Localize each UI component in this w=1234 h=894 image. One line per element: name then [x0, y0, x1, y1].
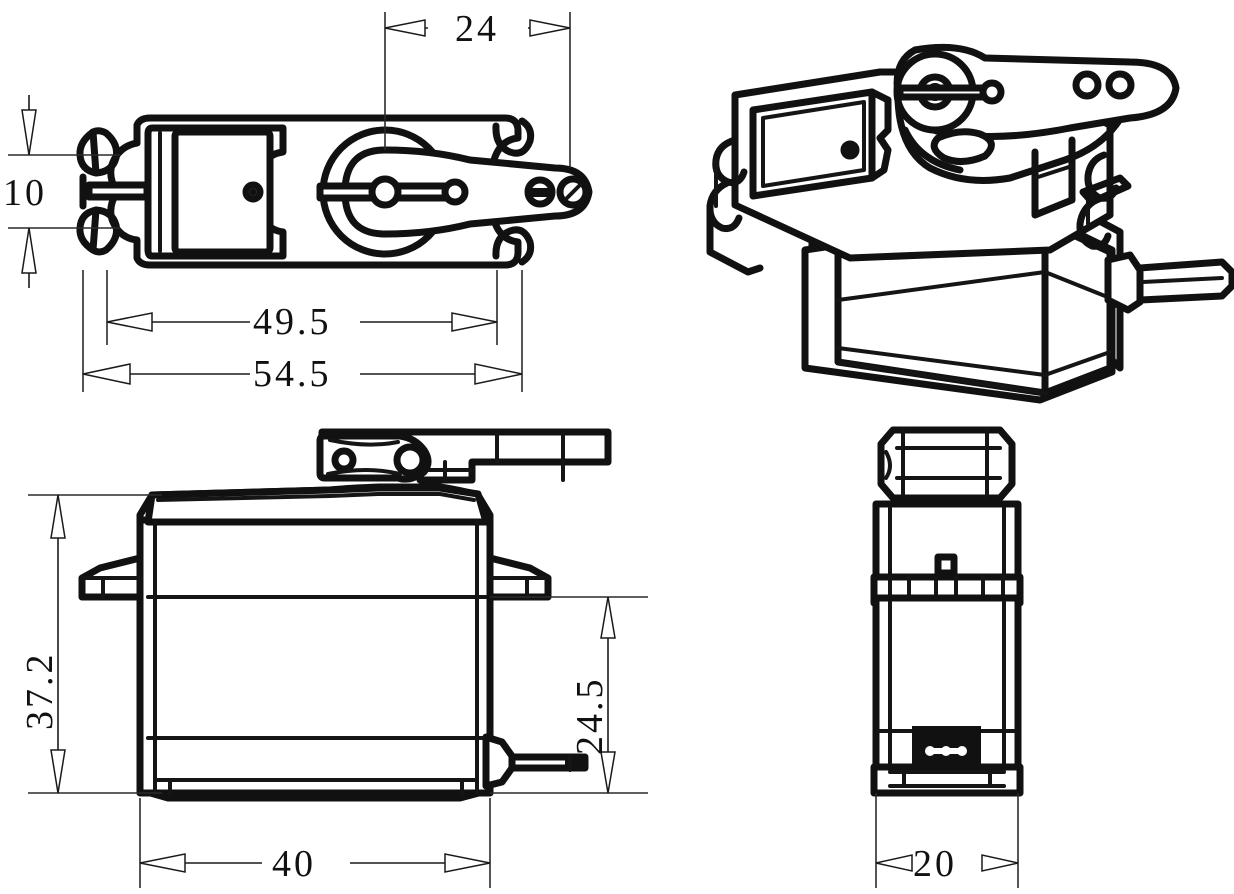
- dimension-54-5: 54.5: [82, 270, 523, 395]
- isometric-view: [706, 43, 1234, 404]
- cover-label-rect: [171, 128, 274, 256]
- iso-wire-lead: [1104, 251, 1234, 314]
- dimension-24-text: 24: [455, 8, 499, 50]
- dimension-24-5-text: 24.5: [569, 677, 611, 756]
- dimension-54-5-text: 54.5: [253, 353, 332, 395]
- front-wire-lead: [482, 733, 589, 790]
- dimension-10-text: 10: [3, 172, 47, 214]
- front-body-shell: [136, 483, 494, 802]
- top-plan-view: 24 10 49.5: [3, 8, 593, 395]
- dimension-37-2: 37.2: [19, 494, 162, 794]
- side-upper-case: [872, 500, 1022, 586]
- iso-mounting-ears-left: [706, 136, 764, 276]
- servo-horn-arm-top: [316, 146, 593, 238]
- dimension-24: 24: [384, 8, 571, 168]
- dimension-10: 10: [3, 95, 120, 288]
- side-elevation-view: 20: [870, 426, 1024, 888]
- front-horn-arm: [316, 428, 612, 484]
- side-base-foot: [870, 763, 1024, 797]
- dimension-40-text: 40: [272, 843, 316, 885]
- dimension-37-2-text: 37.2: [19, 652, 61, 731]
- side-horn-cap: [877, 426, 1016, 502]
- dimension-20-text: 20: [913, 843, 957, 885]
- dimension-49-5-text: 49.5: [253, 301, 332, 343]
- front-mounting-tabs: [78, 554, 552, 601]
- iso-horn-boss: [894, 96, 1132, 219]
- dimension-20: 20: [875, 793, 1019, 888]
- dimension-40: 40: [139, 798, 491, 888]
- dimension-24-5: 24.5: [490, 596, 648, 794]
- dimension-49-5: 49.5: [106, 270, 498, 345]
- front-elevation-view: 37.2 24.5 40: [19, 428, 648, 888]
- right-ear-notches-top: [492, 117, 535, 266]
- iso-servo-horn: [893, 43, 1180, 140]
